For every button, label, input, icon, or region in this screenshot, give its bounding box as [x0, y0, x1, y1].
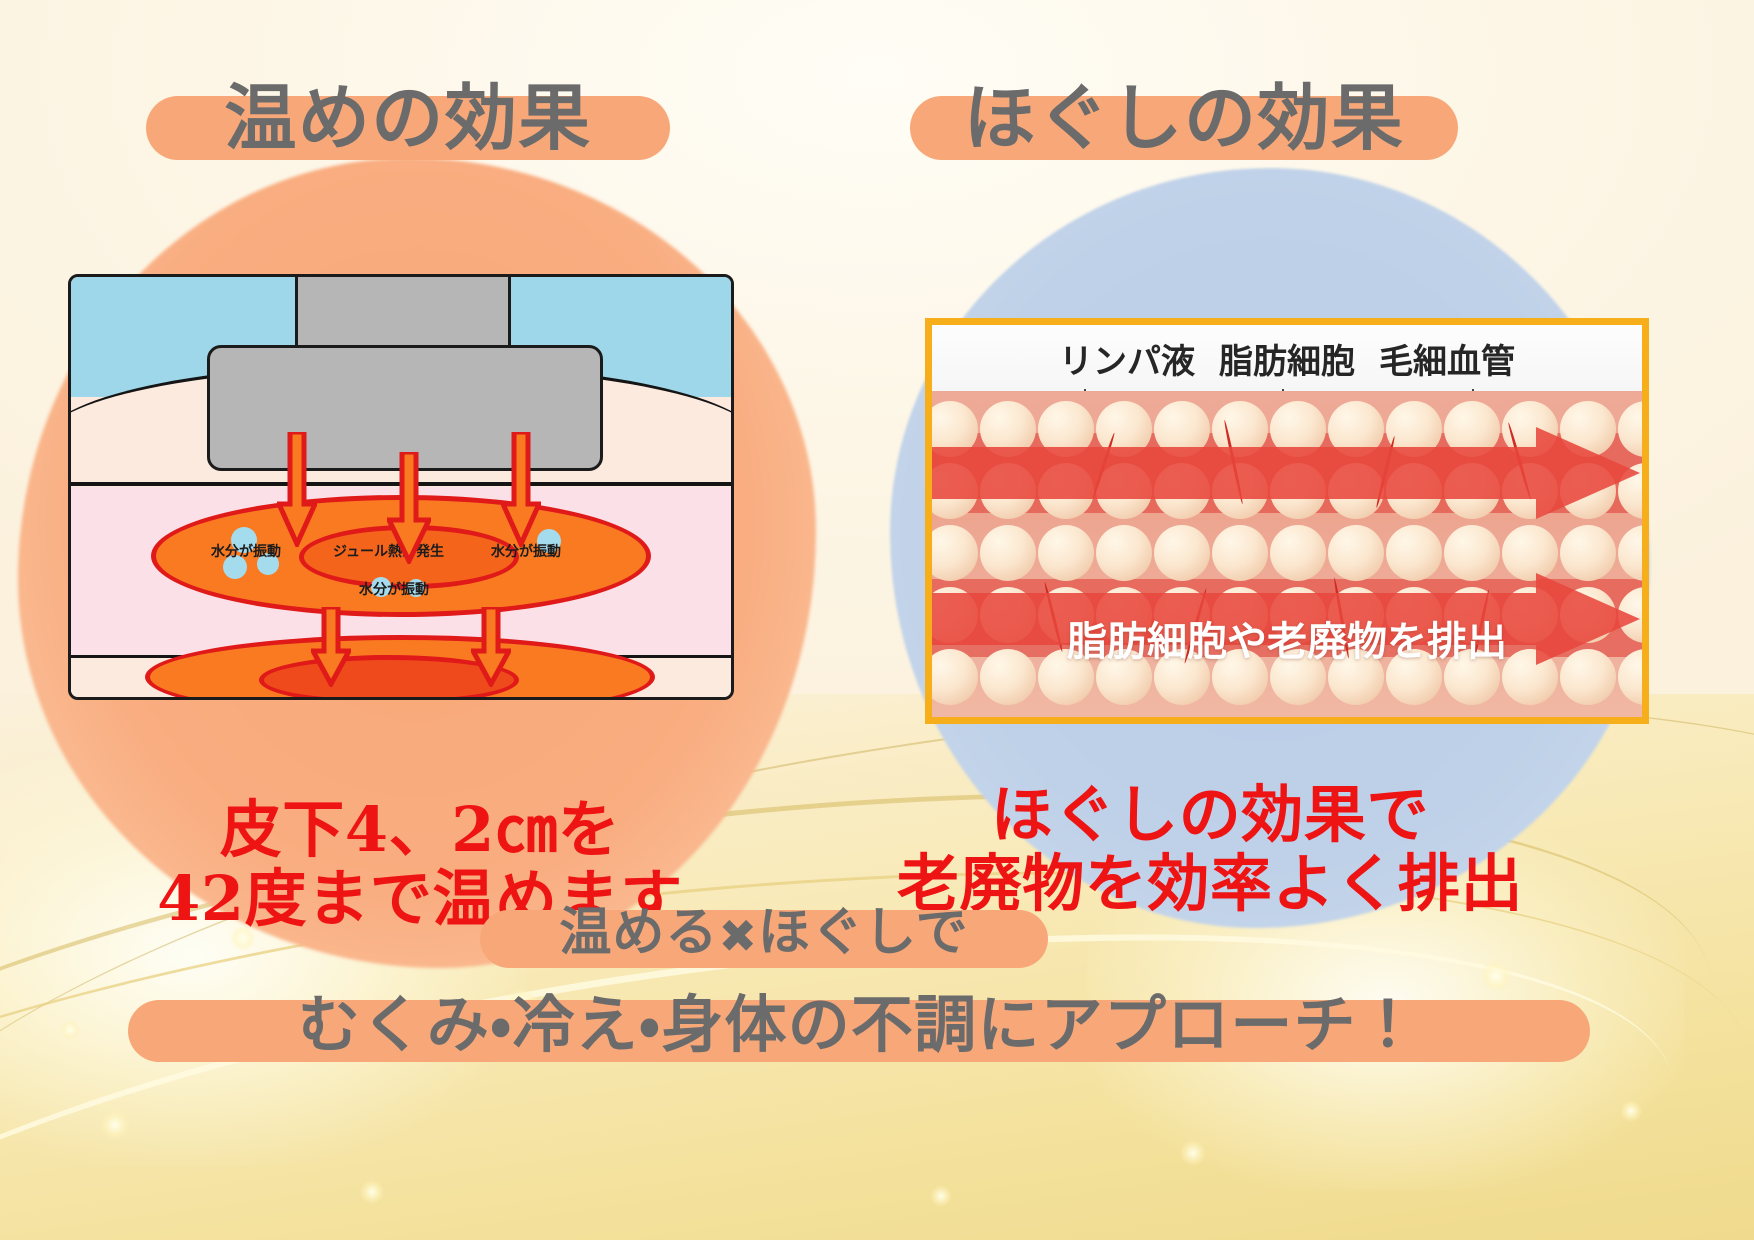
water-droplet: [407, 579, 425, 597]
right-panel-caption: ほぐしの効果で 老廃物を効率よく排出: [896, 778, 1524, 921]
fat-cell: [980, 525, 1036, 581]
sparkle: [1620, 1100, 1642, 1122]
flow-arrow-lower: [932, 571, 1642, 671]
tissue-field: 脂肪細胞や老廃物を排出: [932, 391, 1642, 717]
left-title-label: 温めの効果: [224, 76, 592, 160]
label-water-bottom: 水分が振動: [359, 582, 429, 598]
heat-arrow-left: [277, 432, 317, 547]
sparkle: [1180, 1140, 1206, 1166]
fat-cell: [1270, 525, 1326, 581]
approach-banner: むくみ・冷え・身体の不調にアプローチ！: [128, 994, 1590, 1062]
combo-banner: 温める✖ほぐしで: [480, 907, 1048, 968]
label-water-left: 水分が振動: [211, 544, 281, 560]
fat-cell: [980, 649, 1036, 705]
fat-cell: [1212, 525, 1268, 581]
fat-cell-row: [932, 649, 1642, 705]
fat-cell: [1444, 525, 1500, 581]
fat-cell: [1154, 649, 1210, 705]
sparkle: [1480, 960, 1512, 992]
right-title-label: ほぐしの効果: [963, 76, 1405, 160]
sparkle: [230, 925, 256, 951]
sparkle: [930, 1185, 952, 1207]
lymph-tissue-diagram: リンパ液 脂肪細胞 毛細血管: [925, 318, 1649, 724]
water-droplet: [257, 553, 279, 575]
water-droplet: [371, 577, 391, 597]
fat-cell: [1154, 525, 1210, 581]
combo-label: 温める✖ほぐしで: [559, 907, 968, 959]
sparkle: [60, 1020, 80, 1040]
fat-cell: [1096, 649, 1152, 705]
sparkle: [100, 1110, 130, 1140]
water-droplet: [223, 555, 247, 579]
fat-cell: [1038, 649, 1094, 705]
deep-heat-arrow-right: [471, 607, 511, 687]
fat-cell: [1328, 525, 1384, 581]
left-panel-caption: 皮下4、2㎝を 42度まで温めます: [157, 793, 683, 936]
combo-label-a: 温める: [559, 903, 719, 963]
fat-cell: [1328, 649, 1384, 705]
fat-cell: [1212, 649, 1268, 705]
approach-label: むくみ・冷え・身体の不調にアプローチ！: [297, 988, 1421, 1061]
deep-heat-core: [259, 655, 519, 697]
fat-cell-row: [932, 525, 1642, 581]
lymph-diagram-center-text: 脂肪細胞や老廃物を排出: [1067, 619, 1507, 665]
heat-arrow-center: [387, 452, 431, 564]
lymph-diagram-header: リンパ液 脂肪細胞 毛細血管: [932, 325, 1642, 391]
fat-cell: [1386, 649, 1442, 705]
right-title-banner: ほぐしの効果: [910, 82, 1458, 160]
header-capillary: 毛細血管: [1379, 341, 1515, 382]
fat-cell: [1502, 525, 1558, 581]
fat-cell: [1096, 525, 1152, 581]
fat-cell: [1386, 525, 1442, 581]
skin-cross-section-diagram: 水分が振動 ジュール熱が発生 水分が振動 水分が振動: [68, 274, 734, 700]
fat-cell: [1444, 649, 1500, 705]
header-fat-cell: 脂肪細胞: [1219, 341, 1355, 382]
deep-heat-arrow-left: [311, 607, 351, 687]
fat-cell: [1560, 525, 1616, 581]
fat-cell: [932, 649, 978, 705]
sparkle: [360, 1180, 384, 1204]
fat-cell: [932, 525, 978, 581]
fat-cell: [1560, 649, 1616, 705]
combo-label-b: ほぐしで: [758, 903, 969, 963]
cross-icon: ✖: [718, 909, 759, 963]
fat-cell: [1038, 525, 1094, 581]
heat-arrow-right: [501, 432, 541, 547]
left-title-banner: 温めの効果: [146, 82, 670, 160]
fat-cell: [1270, 649, 1326, 705]
header-lymph: リンパ液: [1059, 341, 1195, 382]
water-droplet: [231, 527, 257, 553]
water-droplet: [537, 529, 561, 553]
label-water-right: 水分が振動: [491, 544, 561, 560]
probe-shaft: [295, 277, 511, 352]
flow-arrow-upper: [932, 425, 1642, 525]
